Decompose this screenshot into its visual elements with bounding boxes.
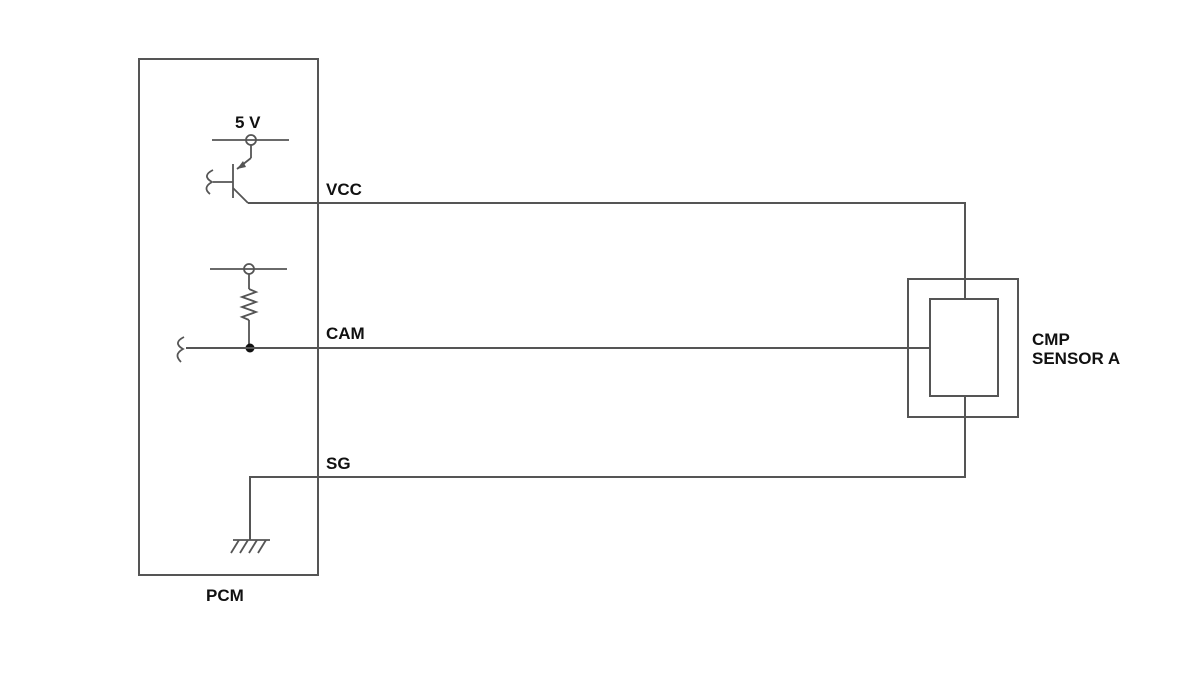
sensor-label-line1: CMP	[1032, 330, 1070, 349]
cam-label: CAM	[326, 324, 365, 343]
ground-icon	[230, 539, 270, 554]
supply-voltage-label: 5 V	[235, 113, 261, 132]
pullup-resistor	[210, 263, 287, 353]
pcm-box	[138, 58, 319, 576]
vcc-label: VCC	[326, 180, 362, 199]
sensor-label-line2: SENSOR A	[1032, 349, 1120, 368]
vcc-wire	[248, 202, 966, 299]
sg-label: SG	[326, 454, 351, 473]
pcm-label: PCM	[206, 586, 244, 605]
sg-wire	[249, 396, 966, 540]
cmp-sensor-outer	[907, 278, 1019, 418]
cmp-sensor-inner	[929, 298, 999, 397]
cam-input-break	[176, 336, 185, 363]
vcc-transistor-driver	[205, 134, 289, 204]
